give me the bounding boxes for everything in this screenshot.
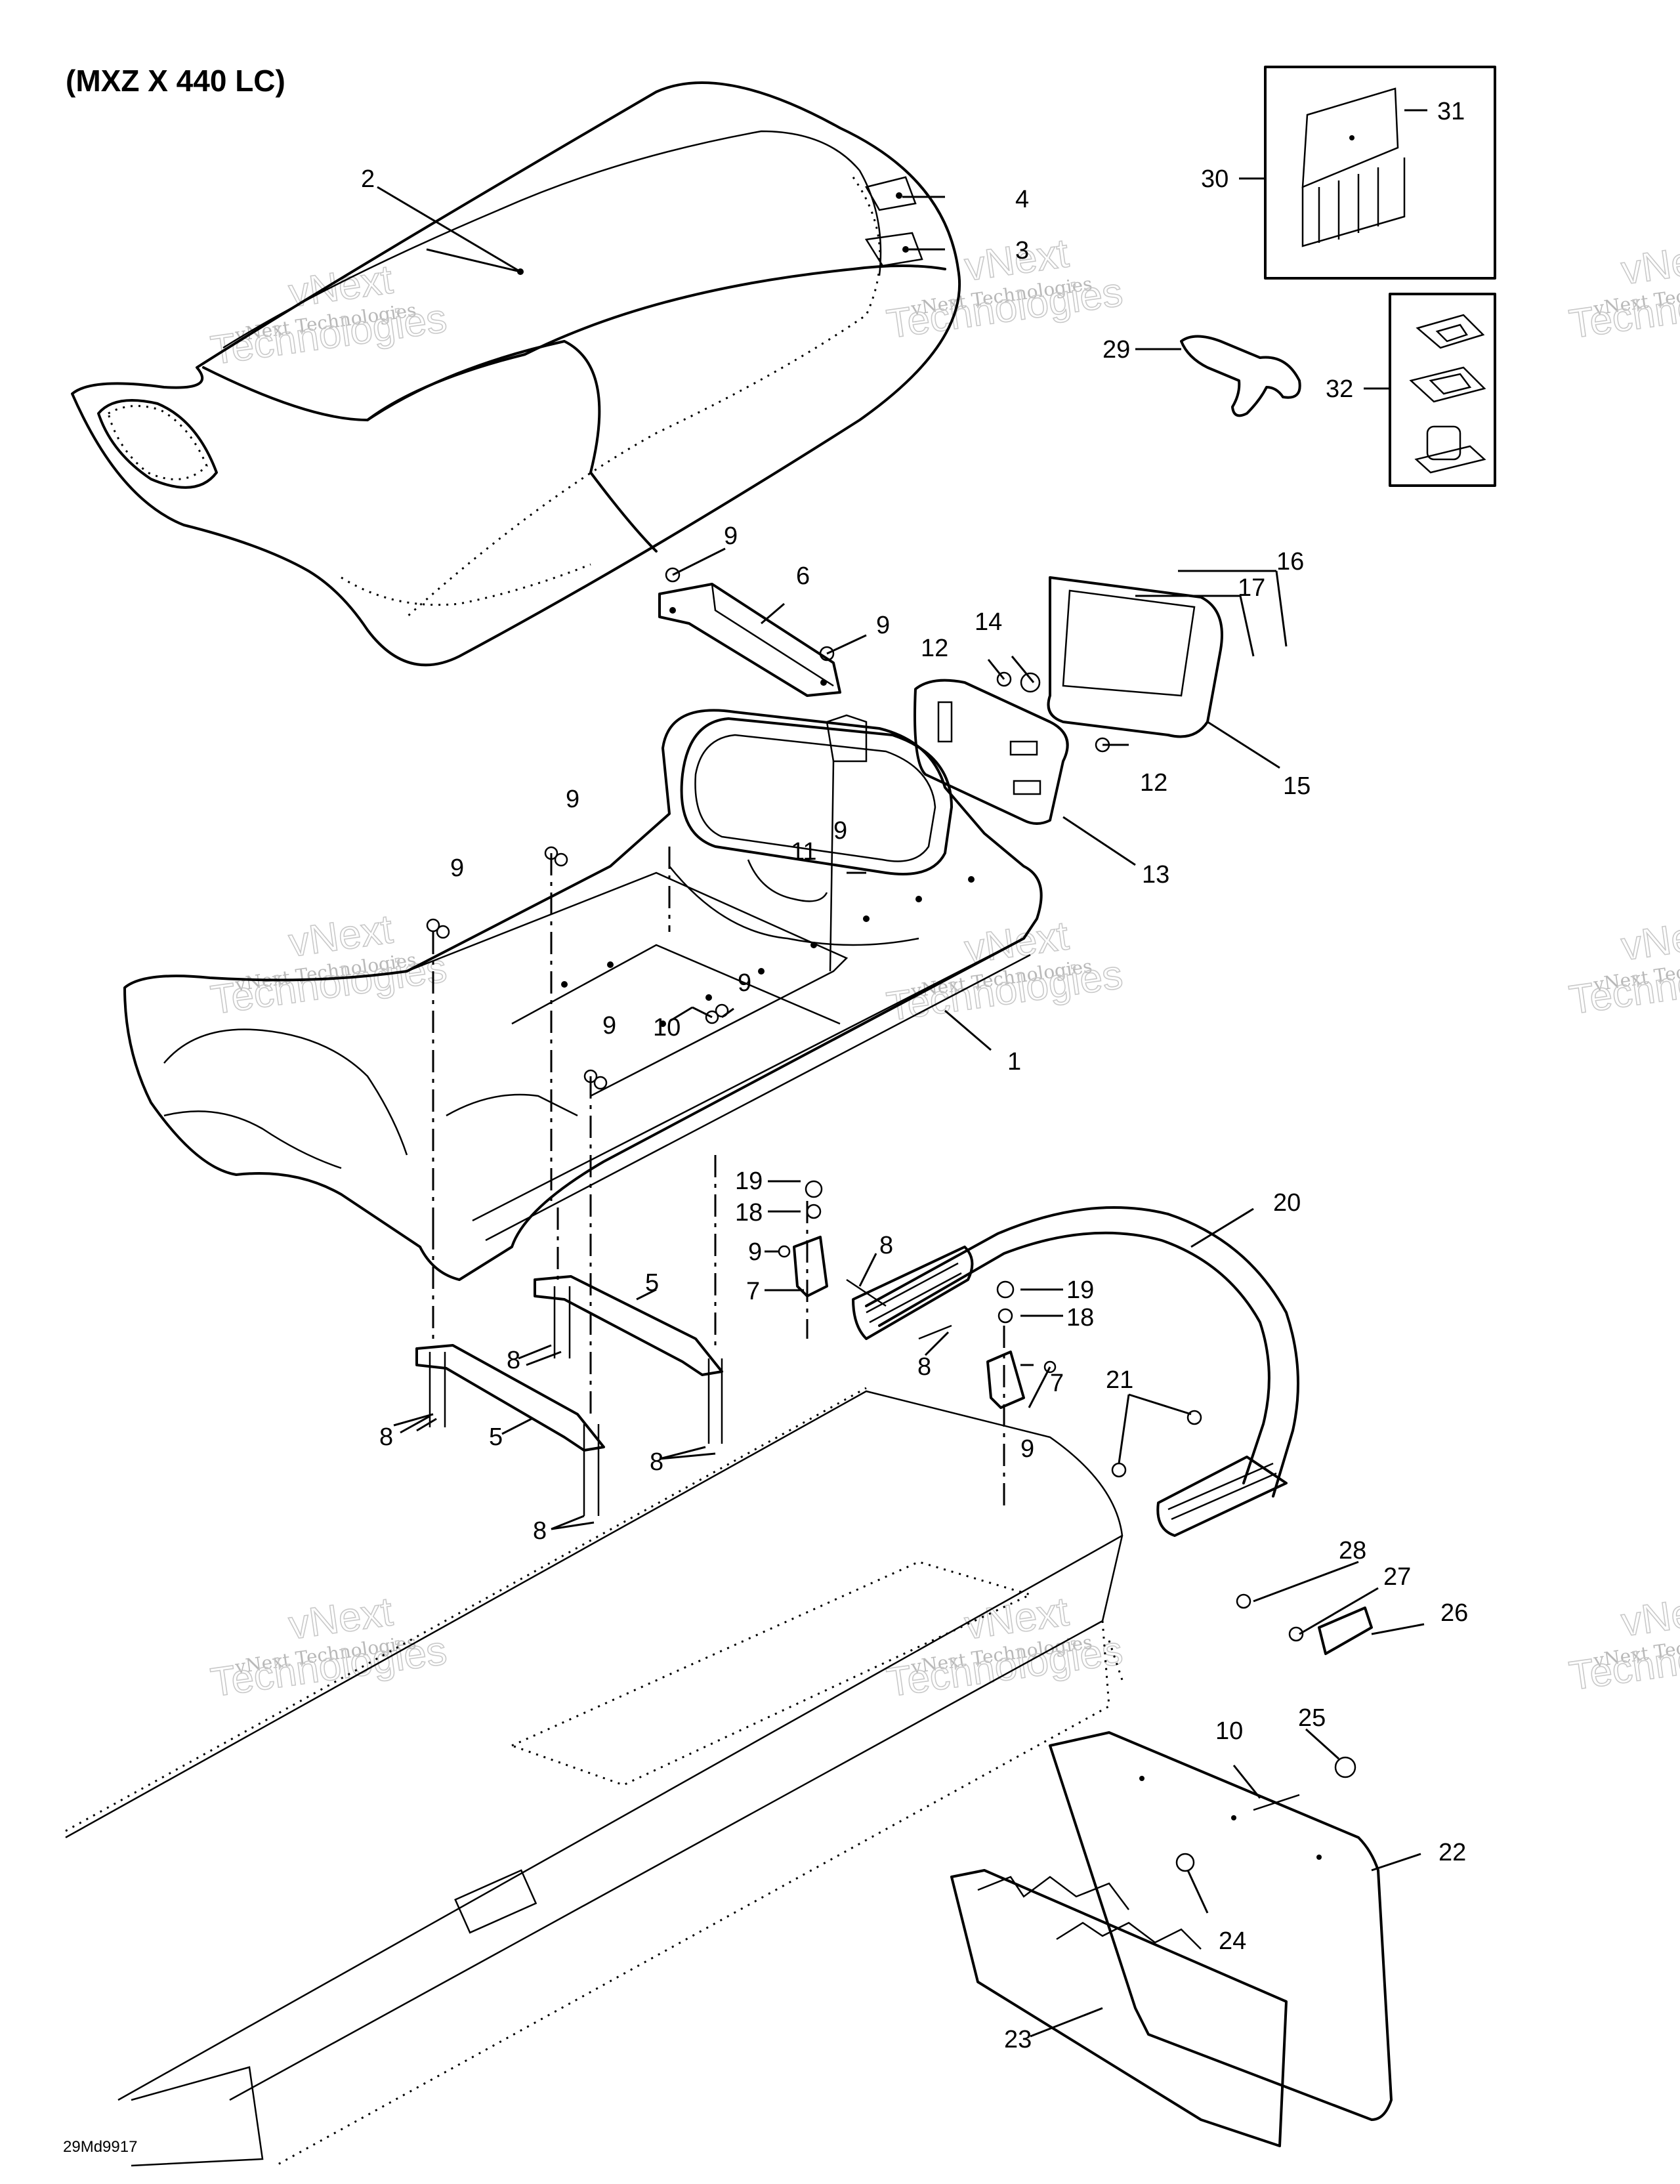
tool-kit-box (1264, 66, 1496, 280)
callout-30: 30 (1201, 165, 1228, 193)
callout-27: 27 (1383, 1563, 1411, 1591)
callout-16: 16 (1276, 548, 1304, 576)
callout-1: 1 (1007, 1048, 1021, 1076)
callout-9a: 9 (724, 522, 738, 550)
fasteners (426, 567, 1373, 1872)
callout-8d: 8 (379, 1423, 393, 1451)
callout-9c: 9 (566, 786, 579, 813)
support-parts (415, 847, 1005, 1516)
callout-21: 21 (1106, 1366, 1133, 1394)
callout-7b: 7 (1050, 1370, 1064, 1397)
callout-26: 26 (1440, 1599, 1468, 1627)
callout-9d: 9 (450, 854, 464, 882)
callout-28: 28 (1339, 1537, 1366, 1564)
callout-7a: 7 (746, 1278, 760, 1305)
tunnel-part (65, 1387, 1124, 2167)
callout-25: 25 (1298, 1704, 1326, 1732)
callout-19a: 19 (735, 1167, 763, 1195)
callout-9g: 9 (602, 1012, 616, 1040)
callout-24: 24 (1219, 1927, 1246, 1955)
callout-5a: 5 (645, 1269, 659, 1297)
callout-19b: 19 (1066, 1276, 1094, 1304)
callout-9i: 9 (1020, 1435, 1034, 1463)
callout-31: 31 (1437, 98, 1465, 125)
callout-20: 20 (1273, 1189, 1301, 1217)
callout-12b: 12 (1140, 769, 1167, 797)
callout-10b: 10 (1215, 1717, 1243, 1745)
callout-22: 22 (1438, 1839, 1466, 1866)
callout-labels: 1 2 3 4 5 5 6 7 7 8 8 8 8 8 8 9 9 9 9 9 … (361, 98, 1468, 2053)
callout-9h: 9 (748, 1238, 762, 1266)
grab-handle-part (852, 1206, 1299, 1537)
callout-15: 15 (1283, 772, 1311, 800)
callout-8b: 8 (917, 1353, 931, 1381)
callout-13: 13 (1142, 861, 1169, 889)
callout-9b: 9 (876, 612, 890, 639)
callout-14: 14 (975, 608, 1002, 636)
callout-29: 29 (1102, 336, 1130, 364)
callout-5b: 5 (489, 1423, 503, 1451)
mud-flap-part (950, 1731, 1393, 2147)
wrench-part (1180, 335, 1301, 417)
callout-12a: 12 (921, 635, 948, 662)
seat-part (71, 81, 961, 667)
rivet-kit-box (1389, 293, 1496, 487)
callout-2: 2 (361, 165, 375, 193)
callout-6: 6 (796, 562, 810, 590)
callout-23: 23 (1004, 2026, 1032, 2053)
callout-9f: 9 (738, 969, 751, 997)
frame-part (123, 709, 1043, 1281)
tail-light-part (914, 576, 1223, 825)
watermark-text: vNext (1618, 1586, 1680, 1645)
callout-8a: 8 (879, 1232, 893, 1259)
callout-18b: 18 (1066, 1304, 1094, 1332)
callout-32: 32 (1326, 375, 1353, 403)
callout-8c: 8 (507, 1347, 520, 1374)
callout-4: 4 (1015, 186, 1029, 213)
callout-17: 17 (1238, 574, 1265, 602)
callout-9e: 9 (833, 817, 847, 845)
callout-11: 11 (791, 838, 816, 866)
diagram-code: 29Md9917 (63, 2138, 138, 2156)
diagram-title: (MXZ X 440 LC) (66, 64, 285, 98)
callout-3: 3 (1015, 237, 1029, 264)
callout-18a: 18 (735, 1199, 763, 1227)
leader-lines (377, 109, 1427, 2038)
callout-8e: 8 (650, 1448, 663, 1476)
callout-10a: 10 (653, 1014, 681, 1041)
callout-8f: 8 (533, 1517, 547, 1545)
watermark-text: vNext (1618, 910, 1680, 969)
bracket-part (658, 583, 841, 697)
watermark-text: vNext (1618, 234, 1680, 293)
